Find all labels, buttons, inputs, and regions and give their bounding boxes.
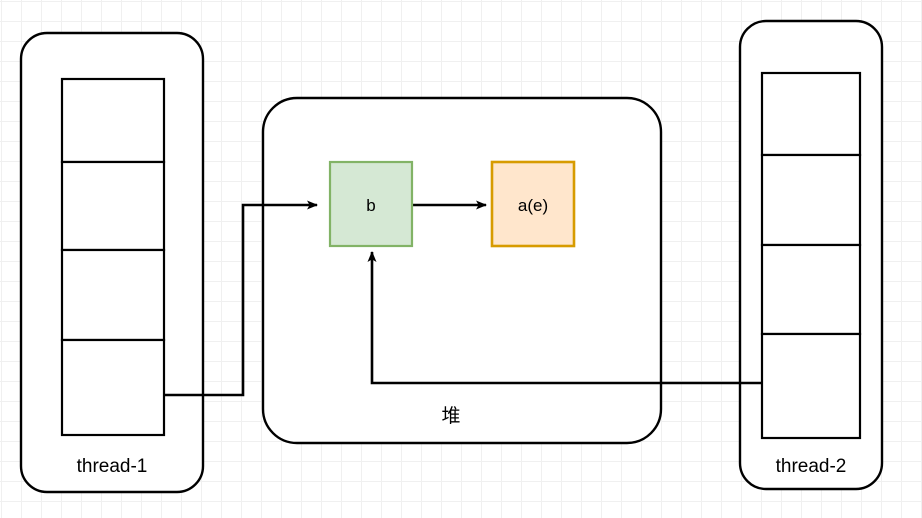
object-b-label: b: [366, 196, 375, 215]
object-ae-label: a(e): [518, 196, 548, 215]
thread-1-stack-cell-2[interactable]: [60, 160, 166, 252]
object-b[interactable]: b: [328, 160, 414, 248]
thread-1-label: thread-1: [77, 456, 148, 477]
object-b-box: [328, 160, 414, 248]
object-ae-box: [490, 160, 576, 248]
thread-2-stack-cell-2[interactable]: [760, 153, 862, 247]
thread-1-stack-cell-3[interactable]: [60, 248, 166, 342]
edge-thread2-to-b[interactable]: [367, 251, 762, 385]
heap-container[interactable]: 堆: [261, 96, 663, 445]
thread-2-stack: [760, 71, 862, 440]
thread-1-stack: [60, 77, 166, 437]
thread-2-stack-cell-3[interactable]: [760, 243, 862, 336]
thread-1-stack-cell-1[interactable]: [60, 77, 166, 164]
heap-label: 堆: [441, 405, 460, 427]
thread-1-stack-cell-4[interactable]: [60, 338, 166, 437]
thread-2-stack-cell-4[interactable]: [760, 332, 862, 440]
object-ae[interactable]: a(e): [490, 160, 576, 248]
thread-2-container[interactable]: thread-2: [738, 19, 884, 491]
thread-2-stack-cell-1[interactable]: [760, 71, 862, 157]
heap-container-outline: [261, 96, 663, 445]
thread-2-label: thread-2: [776, 456, 847, 477]
thread-1-container[interactable]: thread-1: [19, 31, 205, 494]
edge-thread1-to-b[interactable]: [164, 200, 318, 397]
